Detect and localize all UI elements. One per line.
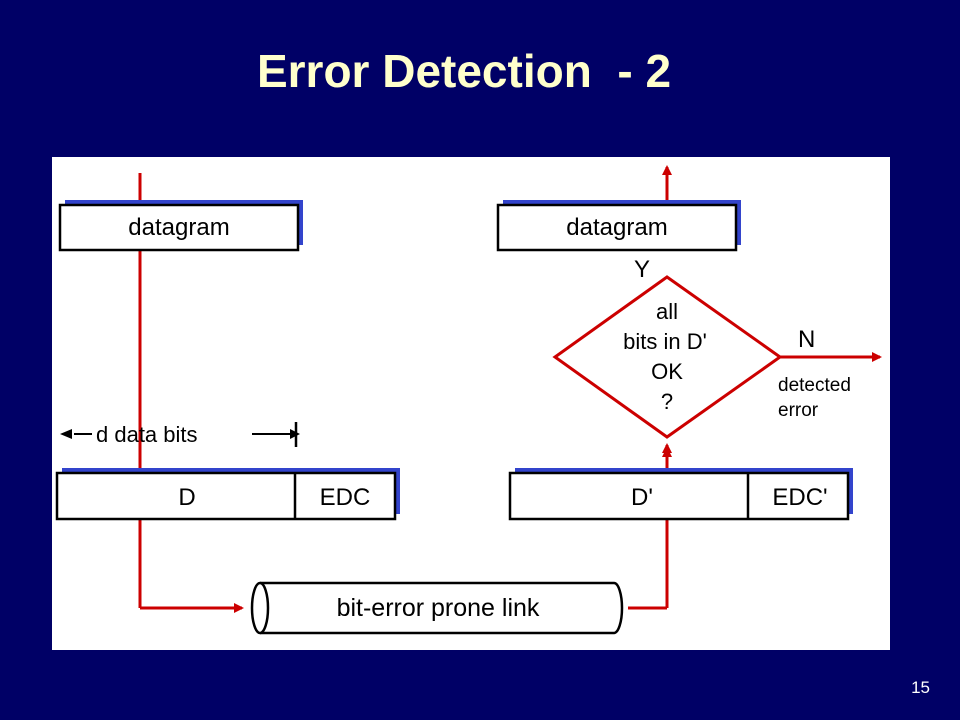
- receiver-datagram-box: datagram: [496, 200, 741, 252]
- sender-frame-box: D EDC: [55, 468, 400, 521]
- receiver-frame-box: D' EDC': [508, 468, 853, 521]
- receiver-d-prime-label: D': [631, 484, 653, 511]
- sender-d-label: D: [178, 484, 195, 511]
- decision-diamond: all bits in D' OK ?: [552, 275, 783, 439]
- error-detection-diagram: datagram d data bits D EDC bit-error pro…: [52, 157, 890, 650]
- slide-title: Error Detection - 2: [256, 45, 672, 97]
- receiver-edc-prime-label: EDC': [772, 484, 827, 511]
- no-label: N: [798, 326, 815, 353]
- yes-label: Y: [634, 256, 650, 283]
- sender-datagram-label: datagram: [128, 214, 229, 241]
- decision-line-4: ?: [661, 389, 673, 414]
- sender-edc-label: EDC: [320, 484, 371, 511]
- data-bits-label: d data bits: [96, 422, 198, 447]
- link-label: bit-error prone link: [337, 594, 540, 622]
- sender-datagram-box: datagram: [58, 200, 303, 252]
- page-number: 15: [911, 678, 930, 697]
- receiver-datagram-label: datagram: [566, 214, 667, 241]
- decision-line-2: bits in D': [623, 329, 707, 354]
- error-line-2: error: [778, 400, 819, 421]
- link-tube: bit-error prone link: [250, 581, 624, 635]
- decision-line-1: all: [656, 299, 678, 324]
- decision-line-3: OK: [651, 359, 683, 384]
- data-bits-span: d data bits: [60, 422, 300, 447]
- error-line-1: detected: [778, 375, 851, 396]
